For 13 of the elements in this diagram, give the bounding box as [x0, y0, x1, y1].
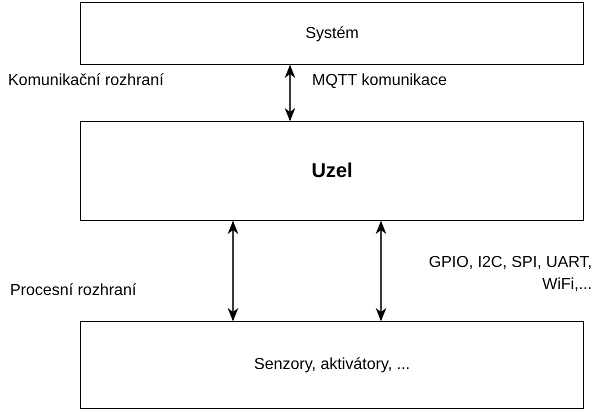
process-box: [80, 2, 584, 65]
node-label: Systém: [305, 24, 359, 42]
double-arrow: [228, 220, 238, 322]
annotation-label: GPIO, I2C, SPI, UART, WiFi,...: [428, 253, 592, 295]
annotation-label: Procesní rozhraní: [10, 281, 138, 301]
annotation-label: MQTT komunikace: [312, 71, 448, 91]
double-arrow: [376, 220, 386, 322]
process-box: [80, 121, 584, 221]
annotation-label: Komunikační rozhraní: [8, 71, 165, 91]
node-label: Senzory, aktivátory, ...: [254, 356, 410, 374]
process-box: [80, 321, 584, 409]
node-label: Uzel: [311, 160, 353, 182]
double-arrow: [284, 64, 296, 122]
